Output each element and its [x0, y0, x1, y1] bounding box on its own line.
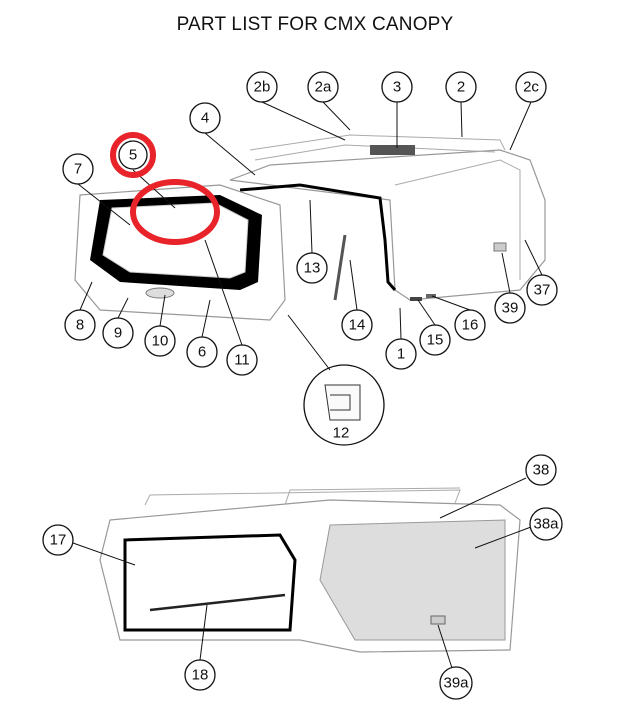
seal-13	[239, 183, 397, 291]
callout-39: 39	[494, 292, 526, 324]
svg-text:2: 2	[457, 79, 465, 96]
svg-text:9: 9	[114, 325, 122, 342]
svg-text:39a: 39a	[443, 675, 469, 692]
callout-7: 7	[62, 153, 94, 185]
highlight-ring-5	[110, 132, 156, 178]
svg-text:13: 13	[304, 260, 321, 277]
svg-text:7: 7	[74, 161, 82, 178]
callout-14: 14	[341, 309, 373, 341]
highlight-ellipse-part-5	[130, 179, 220, 245]
leader-lines	[72, 101, 543, 669]
roof-panel	[370, 145, 415, 155]
svg-text:5: 5	[129, 147, 137, 164]
svg-text:6: 6	[198, 344, 206, 361]
callout-11: 11	[226, 344, 258, 376]
svg-text:18: 18	[192, 667, 209, 684]
callout-13: 13	[296, 252, 328, 284]
svg-text:4: 4	[201, 110, 209, 127]
callout-39a: 39a	[439, 666, 473, 700]
callout-2: 2	[445, 71, 477, 103]
callout-9: 9	[102, 317, 134, 349]
svg-text:2b: 2b	[254, 79, 271, 96]
seal-18	[149, 593, 286, 612]
callout-38a: 38a	[529, 507, 563, 541]
callout-38: 38	[525, 454, 557, 486]
callout-3: 3	[381, 71, 413, 103]
canopy-side-illustration	[99, 487, 521, 653]
svg-text:11: 11	[234, 352, 250, 369]
callout-15: 15	[419, 324, 451, 356]
callout-17: 17	[42, 524, 74, 556]
svg-text:39: 39	[502, 300, 519, 317]
diagram-title: PART LIST FOR CMX CANOPY	[176, 14, 454, 35]
svg-text:12: 12	[333, 425, 350, 442]
svg-text:38a: 38a	[533, 516, 559, 533]
seal-17	[123, 533, 297, 632]
callout-12: 12	[333, 425, 350, 442]
svg-text:2a: 2a	[315, 79, 332, 96]
callout-5: 5	[118, 140, 148, 170]
gas-strut	[333, 234, 347, 301]
callout-16: 16	[454, 309, 486, 341]
svg-text:14: 14	[349, 317, 366, 334]
callout-4: 4	[189, 102, 221, 134]
svg-text:10: 10	[152, 333, 169, 350]
svg-text:8: 8	[76, 317, 84, 334]
callout-6: 6	[186, 336, 218, 368]
callout-2a: 2a	[307, 71, 339, 103]
callout-8: 8	[64, 309, 96, 341]
svg-text:1: 1	[397, 346, 405, 363]
svg-text:38: 38	[533, 462, 550, 479]
svg-text:15: 15	[427, 332, 444, 349]
callout-2c: 2c	[515, 71, 547, 103]
svg-text:37: 37	[534, 282, 551, 299]
svg-text:3: 3	[393, 79, 401, 96]
svg-text:17: 17	[50, 532, 67, 549]
callout-1: 1	[385, 338, 417, 370]
svg-text:16: 16	[462, 317, 479, 334]
callout-10: 10	[144, 325, 176, 357]
svg-text:2c: 2c	[523, 79, 539, 96]
door-handle	[145, 287, 175, 299]
side-window-38a	[319, 519, 506, 641]
callout-2b: 2b	[246, 71, 278, 103]
callout-37: 37	[526, 274, 558, 306]
callout-18: 18	[184, 659, 216, 691]
